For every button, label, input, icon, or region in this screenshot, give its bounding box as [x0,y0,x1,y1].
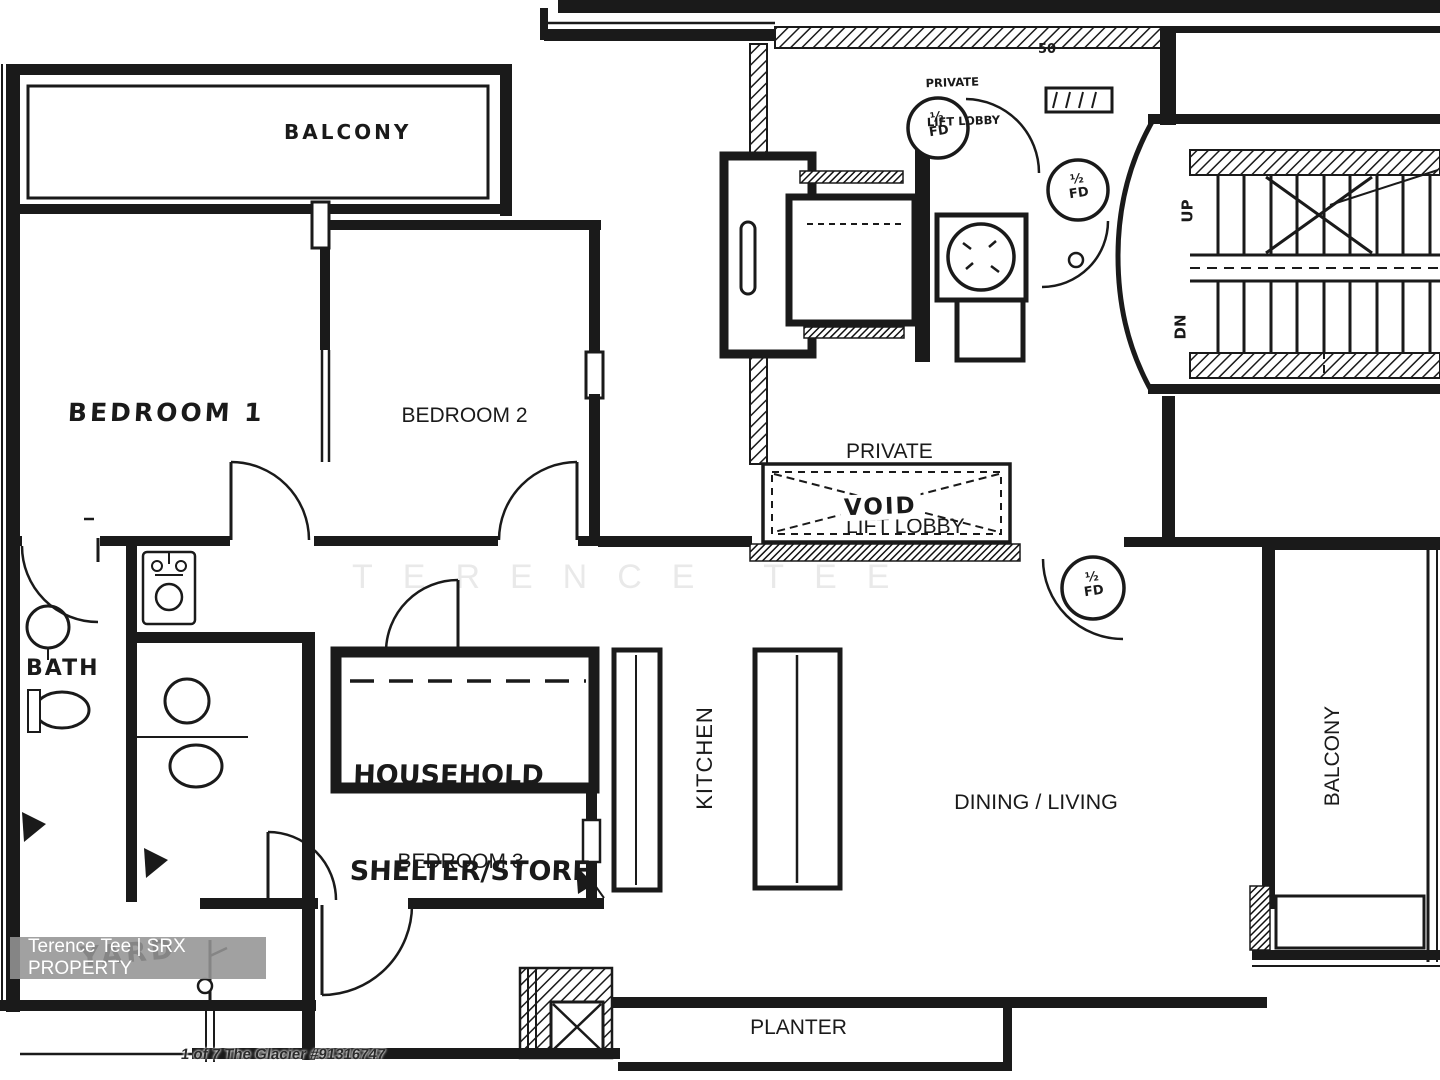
balcony-top-label: BALCONY [284,120,412,144]
bedroom-doors [229,460,579,541]
window-marker [310,200,331,250]
fd-symbol: ½ FD [1071,568,1115,601]
bedroom2-label: BEDROOM 2 [401,404,528,427]
door-arc [1041,220,1110,289]
fd-symbol: ½ FD [916,108,960,141]
fd-circle [1046,158,1110,222]
door-arc [497,460,578,541]
window-marker [581,818,602,864]
door-arc [1041,558,1124,641]
fd-symbol: ½ FD [1056,170,1100,203]
section-marker [22,812,46,842]
kitchen-label: KITCHEN [692,706,717,810]
door-arc [267,830,338,901]
toilet [168,743,224,789]
lobby-doors-fd [906,86,1126,641]
living-and-right-balcony [607,537,1440,1008]
toilet [33,690,91,730]
fd-circle [1060,555,1126,621]
void-label: VOID [839,492,922,522]
section-marker [576,866,594,894]
household-shelter-label: HOUSEHOLD SHELTER/STORE [348,696,597,920]
top-walls [540,0,1440,125]
faint-watermark: TERENCE TEE [352,558,920,596]
bedroom3-walls [200,642,605,997]
bedroom3-label: BEDROOM 3 [397,850,524,873]
door-arc [321,904,414,997]
watermark-text: Terence Tee | SRX PROPERTY [28,936,186,979]
balcony-ledge [1274,894,1426,950]
section-marker [144,848,168,878]
household-shelter-walls [330,578,600,794]
household-shelter-line1: HOUSEHOLD [352,760,545,791]
bedroom-walls [84,220,605,544]
stair-up-label: UP [1178,199,1197,223]
bedroom1-label: BEDROOM 1 [67,398,266,427]
lift-car [785,193,919,327]
planter-walls [618,997,1012,1071]
fd-circle [906,96,970,160]
yard-walls [0,898,316,1062]
planter-label: PLANTER [750,1016,847,1039]
watermark-banner: Terence Tee | SRX PROPERTY [10,936,266,979]
window-marker [584,350,605,400]
door-arc [965,97,1041,174]
door-arc [230,460,311,541]
private-lift-lobby-line2: LIFT LOBBY [846,515,965,538]
door-arc [384,578,459,653]
kitchen-fittings [20,647,843,1060]
staircase [1115,114,1440,394]
door-arc [20,545,99,624]
stair-treads-upper [1216,175,1432,255]
lift-lobby-small-line1: PRIVATE [925,74,980,91]
balcony-right-label: BALCONY [1321,705,1344,807]
area-note: 50 [1038,42,1057,57]
mid-wall [6,536,1264,547]
stair-down-label: DN [1171,314,1190,340]
bath-label: BATH [26,656,100,681]
private-lift [719,150,1029,363]
private-lift-lobby-label: PRIVATE LIFT LOBBY [846,389,965,564]
sink [163,677,211,725]
bathrooms [20,536,338,902]
sink [25,604,71,650]
dining-living-label: DINING / LIVING [954,790,1118,814]
lift-machine-circle [946,222,1016,292]
footer-caption: 1 of 7 The Glacier #91316747 [179,1046,387,1063]
private-lift-lobby-line1: PRIVATE [846,440,933,463]
